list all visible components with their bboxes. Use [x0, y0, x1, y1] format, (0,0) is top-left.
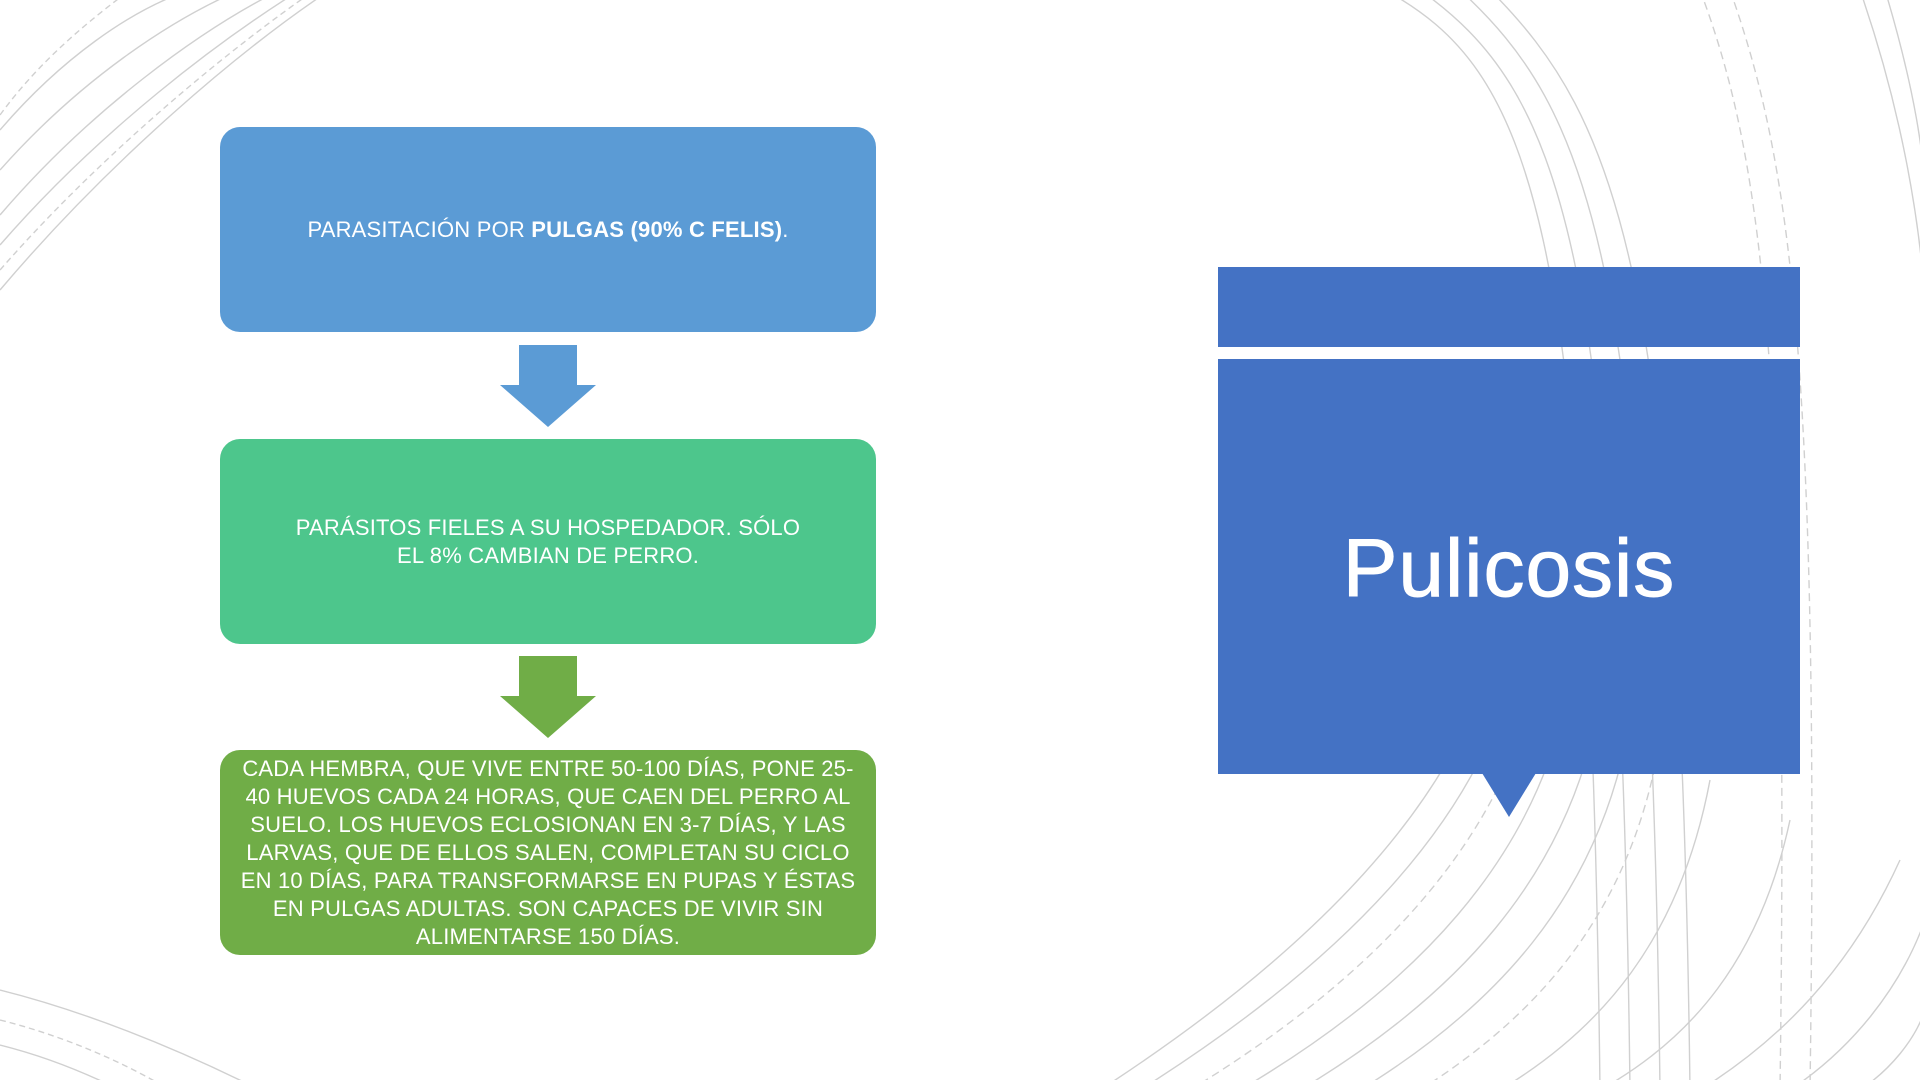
slide-title: Pulicosis: [1342, 522, 1676, 614]
flow-step-1-text-bold: PULGAS (90% C FELIS): [531, 216, 783, 242]
title-accent-bar: [1218, 267, 1800, 347]
flow-step-1-text-after: .: [782, 216, 789, 242]
title-callout-pointer: [1482, 773, 1536, 817]
flow-step-3-text: CADA HEMBRA, QUE VIVE ENTRE 50-100 DÍAS,…: [240, 755, 856, 949]
flow-step-1-text-before: PARASITACIÓN POR: [307, 216, 532, 242]
flow-step-1-text: PARASITACIÓN POR PULGAS (90% C FELIS).: [307, 216, 788, 244]
flow-arrow-2: [500, 656, 596, 738]
flow-arrow-1: [500, 345, 596, 427]
title-callout: Pulicosis: [1218, 359, 1800, 774]
flow-step-2-text: PARÁSITOS FIELES A SU HOSPEDADOR. SÓLO E…: [295, 514, 801, 568]
flow-step-1: PARASITACIÓN POR PULGAS (90% C FELIS).: [220, 127, 876, 332]
flow-step-2: PARÁSITOS FIELES A SU HOSPEDADOR. SÓLO E…: [220, 439, 876, 644]
flow-step-3: CADA HEMBRA, QUE VIVE ENTRE 50-100 DÍAS,…: [220, 750, 876, 955]
